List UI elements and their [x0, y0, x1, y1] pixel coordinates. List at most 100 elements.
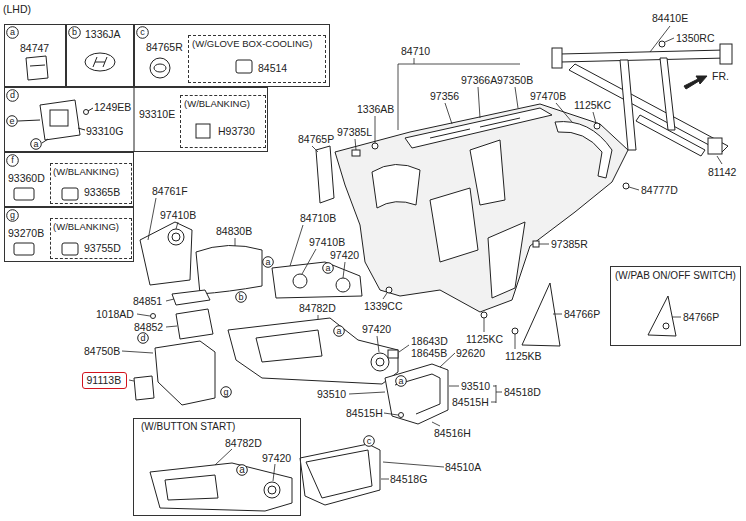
callout-circle-outline	[237, 465, 248, 476]
part-number: 93365B	[84, 186, 120, 198]
part-number: 84765P	[298, 133, 334, 145]
leader-lines	[122, 26, 722, 481]
bolt	[372, 143, 378, 149]
part-number: 18645B	[411, 347, 447, 359]
screw	[151, 314, 156, 319]
leader-line	[18, 120, 40, 121]
part-number: 97350B	[497, 74, 533, 86]
part-number: 1350RC	[676, 32, 715, 44]
side-cover-right	[522, 283, 560, 346]
part-number: (W/BLANKING)	[53, 166, 119, 178]
callout-letter-text: f	[6, 154, 19, 167]
callout-letter-text: c	[363, 435, 375, 447]
cap-detail	[154, 64, 166, 72]
part-number: 84515H	[346, 407, 383, 419]
glove-box	[300, 350, 448, 505]
option-box: (W/GLOVE BOX-COOLING)84514	[188, 35, 326, 83]
part-number: 84515H	[452, 396, 489, 408]
callout-circle-outline	[396, 376, 407, 387]
leader-bracket	[398, 58, 520, 130]
leader-line	[290, 225, 303, 266]
part-number: 84410E	[652, 12, 688, 24]
inset-cell: 93360D f (W/BLANKING) 93365B	[4, 152, 134, 207]
part-number: 93310G	[86, 125, 123, 137]
part-number: 84766P	[564, 308, 600, 320]
highlight-box: 91113B	[82, 372, 127, 389]
leader-line	[166, 326, 177, 327]
center-garnish	[272, 262, 362, 298]
leader-line	[137, 314, 150, 316]
clip	[352, 150, 360, 156]
leader-line	[273, 464, 275, 481]
screw	[399, 413, 404, 418]
part-number: 84518G	[390, 473, 427, 485]
part-number: 84747	[20, 42, 49, 54]
callout-letter: b	[235, 291, 247, 303]
callout-letter-text: a	[333, 325, 345, 337]
lower-cover	[176, 309, 213, 339]
option-box: (W/BLANKING)H93730	[180, 95, 266, 148]
leader-line	[78, 128, 85, 130]
bolt	[481, 312, 487, 318]
callout-letter: d	[137, 332, 149, 344]
bolt	[659, 41, 665, 47]
inset-cell: 84765Rc(W/GLOVE BOX-COOLING)84514	[134, 24, 330, 87]
part-number: 84761F	[152, 185, 188, 197]
leader-line	[302, 249, 316, 274]
leader-line	[629, 187, 639, 190]
part-number: (W/BUTTON START)	[141, 421, 235, 433]
emblem-h	[93, 57, 107, 67]
part-number: 93270B	[8, 227, 44, 239]
leader-line	[42, 139, 48, 143]
part-number: (LHD)	[3, 3, 31, 15]
part-number: 1125KC	[574, 99, 611, 111]
leader-line	[515, 87, 518, 108]
callout-circle-outline	[364, 436, 375, 447]
part-number: 1018AD	[96, 308, 134, 320]
crash-pad	[316, 104, 628, 334]
callout-letter-text: b	[68, 26, 81, 39]
part-number: 93360D	[8, 172, 45, 184]
part-number: 81142	[708, 166, 736, 178]
vent	[168, 229, 184, 245]
blank-icon	[62, 188, 78, 200]
leader-line	[593, 112, 596, 123]
leader-line	[717, 156, 722, 164]
leader-line	[381, 479, 389, 480]
part-number: 97420	[362, 323, 391, 335]
callout-circle-outline	[7, 210, 19, 222]
switch-icon	[14, 188, 34, 200]
cross-tube	[560, 50, 726, 62]
leader-line	[122, 351, 153, 353]
lower-bar	[636, 115, 705, 156]
part-number: 18643D	[411, 335, 448, 347]
part-number: 92620	[456, 347, 485, 359]
vent-inner	[268, 486, 276, 494]
leader-line	[129, 380, 134, 381]
leader-line	[445, 103, 452, 124]
callout-circle-outline	[7, 90, 19, 102]
part-number: 84830B	[216, 225, 252, 237]
part-number: 84765R	[146, 41, 183, 53]
bolt	[623, 183, 629, 189]
center-fascia	[150, 463, 292, 511]
clip	[533, 241, 539, 247]
part-number: 1249EB	[94, 101, 131, 113]
callout-circle-outline	[69, 27, 81, 39]
callout-letter-text: d	[137, 332, 149, 344]
leader-line	[349, 392, 385, 394]
callout-letter: d	[6, 89, 19, 102]
part-number: 97410B	[309, 236, 345, 248]
end-bracket	[720, 44, 732, 64]
inset-cell: 84747a	[4, 24, 66, 87]
option-box: (W/BLANKING) 93365B	[50, 163, 132, 204]
callout-letter-text: a	[30, 138, 42, 150]
callout-letter-text: a	[395, 375, 407, 387]
part-number: 84710	[401, 45, 430, 57]
small-part	[388, 350, 398, 358]
callout-letter-text: b	[235, 291, 247, 303]
leader-line	[399, 345, 409, 352]
callout-circle-outline	[7, 155, 19, 167]
part-number: 84518D	[504, 386, 541, 398]
callout-letter: a	[395, 375, 407, 387]
